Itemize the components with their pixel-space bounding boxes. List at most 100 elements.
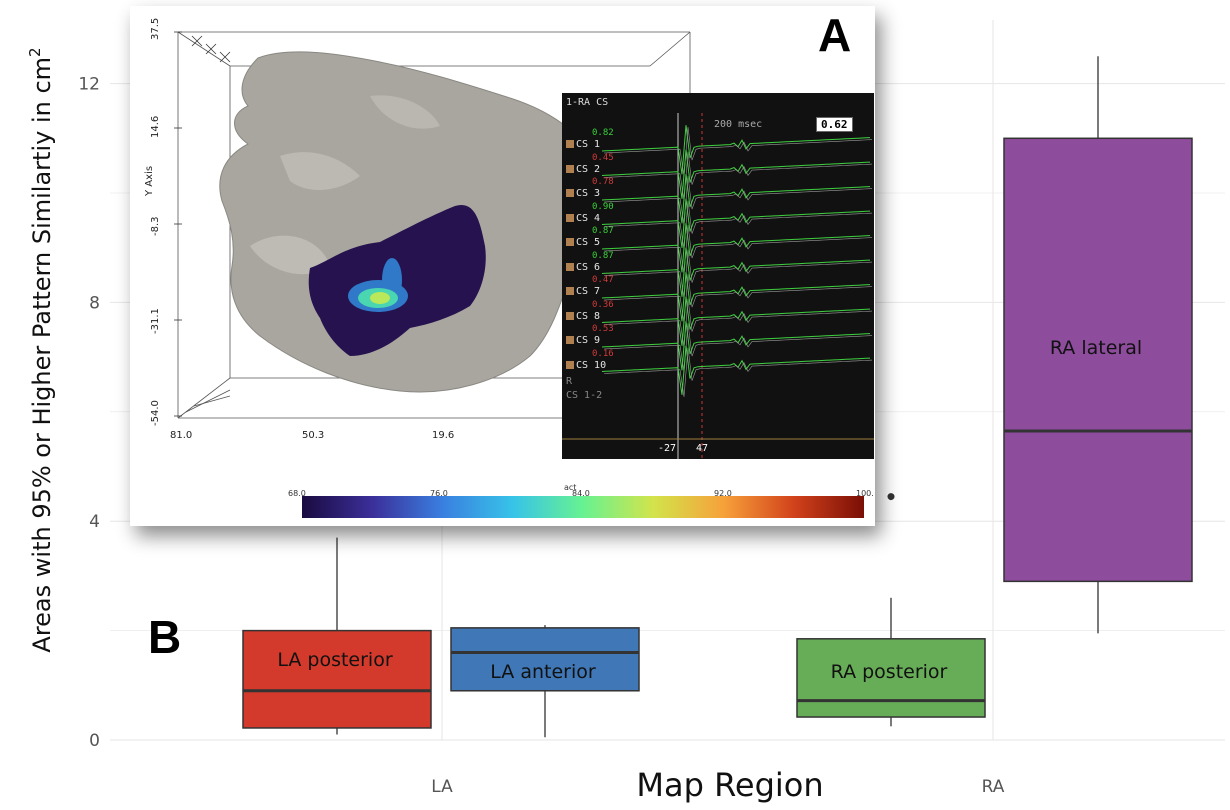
egm-correlation: 0.90 (592, 201, 614, 212)
colorbar-tick: 100. (856, 489, 874, 498)
egm-trace (601, 125, 871, 175)
egm-channel: CS 8 (566, 311, 600, 323)
box-label: LA posterior (277, 649, 392, 671)
y-axis-title: Areas with 95% or Higher Pattern Similar… (26, 47, 56, 652)
egm-traces (562, 113, 874, 459)
colorbar-tick: 68.0 (288, 489, 306, 498)
x-tick-labels: LA RA (431, 777, 1004, 797)
x-tick-label: RA (982, 777, 1005, 797)
box-label: RA lateral (1050, 337, 1142, 359)
inset-y-tick: -8.3 (150, 216, 161, 236)
boxes: LA posterior LA anterior RA posterior RA la… (242, 56, 1193, 738)
egm-channel: CS 9 (566, 335, 600, 347)
checkbox-icon (566, 164, 574, 173)
checkbox-icon (566, 213, 574, 222)
egm-sweep: 200 msec (714, 119, 763, 130)
panel-label-a: A (818, 9, 852, 61)
checkbox-icon (566, 189, 574, 197)
inset-3d-map (174, 31, 691, 419)
egm-channel: CS 7 (566, 286, 600, 298)
colorbar-title: act (564, 483, 577, 492)
inset-figure: Y Axis 37.5 14.6 -8.3 -31.1 -54.0 81.0 5… (130, 6, 875, 526)
egm-marker: -27 (658, 443, 677, 454)
egm-marker: 47 (696, 443, 709, 454)
egm-correlation: 0.87 (592, 250, 614, 261)
egm-trace (601, 321, 871, 371)
inset-axis-title: Y Axis (144, 165, 155, 196)
box-label: LA anterior (490, 661, 596, 683)
checkbox-icon (566, 311, 574, 320)
inset-y-tick: -54.0 (150, 400, 161, 426)
egm-channel-name: CS 9 (576, 335, 601, 346)
egm-trace (601, 149, 871, 199)
colorbar-tick: 92.0 (714, 489, 732, 498)
box-label: RA posterior (831, 661, 948, 683)
colorbar (302, 496, 864, 518)
egm-channel-name: CS 3 (576, 188, 601, 199)
checkbox-icon (566, 262, 574, 271)
egm-trace (601, 223, 871, 273)
y-tick-label: 0 (89, 731, 100, 751)
egm-trace-ref (603, 127, 873, 177)
egm-trace-ref (603, 200, 873, 250)
egm-trace (601, 272, 871, 322)
inset-y-tick: 37.5 (150, 17, 161, 40)
inset-x-tick: 81.0 (170, 430, 193, 441)
egm-extra-label: R (566, 376, 573, 387)
box-rect (1003, 137, 1193, 583)
egm-channel-name: CS 5 (576, 237, 601, 248)
egm-trace-ref (603, 176, 873, 226)
egm-correlation: 0.87 (592, 226, 614, 236)
egm-value-box: 0.62 (816, 117, 853, 132)
egm-channel-name: CS 8 (576, 310, 601, 322)
egm-channel-name: CS 2 (576, 163, 601, 175)
checkbox-icon (566, 140, 574, 148)
egm-correlation: 0.16 (592, 348, 614, 359)
checkbox-icon (566, 238, 574, 246)
checkbox-icon (566, 360, 574, 369)
egm-channel: CS 3 (566, 188, 600, 200)
inset-y-tick: 14.6 (150, 115, 161, 138)
y-tick-label: 8 (89, 293, 100, 313)
egm-channel: CS 4 (566, 213, 600, 225)
colorbar-tick: 76.0 (430, 489, 448, 498)
inset-x-tick: 50.3 (302, 430, 325, 441)
egm-trace-ref (603, 225, 873, 275)
box-rect (796, 638, 986, 718)
checkbox-icon (566, 336, 574, 344)
egm-channel: CS 6 (566, 262, 600, 274)
egm-trace (601, 345, 871, 395)
egm-correlation: 0.47 (592, 275, 614, 285)
inset-y-tick: -31.1 (150, 308, 161, 334)
box-la-posterior (242, 537, 432, 735)
x-tick-label: LA (431, 777, 453, 797)
x-axis-title: Map Region (636, 766, 823, 804)
box-rect (450, 627, 640, 692)
egm-header: 1-RA CS (566, 97, 609, 108)
egm-correlation: 0.82 (592, 128, 614, 138)
egm-correlation: 0.78 (592, 177, 614, 187)
box-la-anterior (450, 625, 640, 738)
egm-channel-name: CS 7 (576, 286, 601, 297)
egm-trace (601, 198, 871, 248)
egm-channel-name: CS 4 (576, 212, 601, 224)
y-tick-label: 12 (78, 75, 100, 95)
colorbar-tick: 84.0 (572, 489, 590, 498)
egm-trace (601, 174, 871, 224)
box-rect (242, 629, 432, 729)
egm-trace-ref (603, 249, 873, 299)
egm-correlation: 0.45 (592, 152, 614, 163)
egm-trace-ref (603, 274, 873, 324)
box-ra-lateral (1003, 56, 1193, 634)
egm-trace-ref (603, 151, 873, 201)
checkbox-icon (566, 287, 574, 295)
egm-channel: CS 1 (566, 139, 600, 151)
egm-channel: CS 10 (566, 360, 606, 372)
egm-correlation: 0.53 (592, 324, 614, 334)
egm-channel: CS 2 (566, 164, 600, 176)
box-ra-posterior (796, 597, 986, 727)
outlier-point (887, 493, 895, 501)
